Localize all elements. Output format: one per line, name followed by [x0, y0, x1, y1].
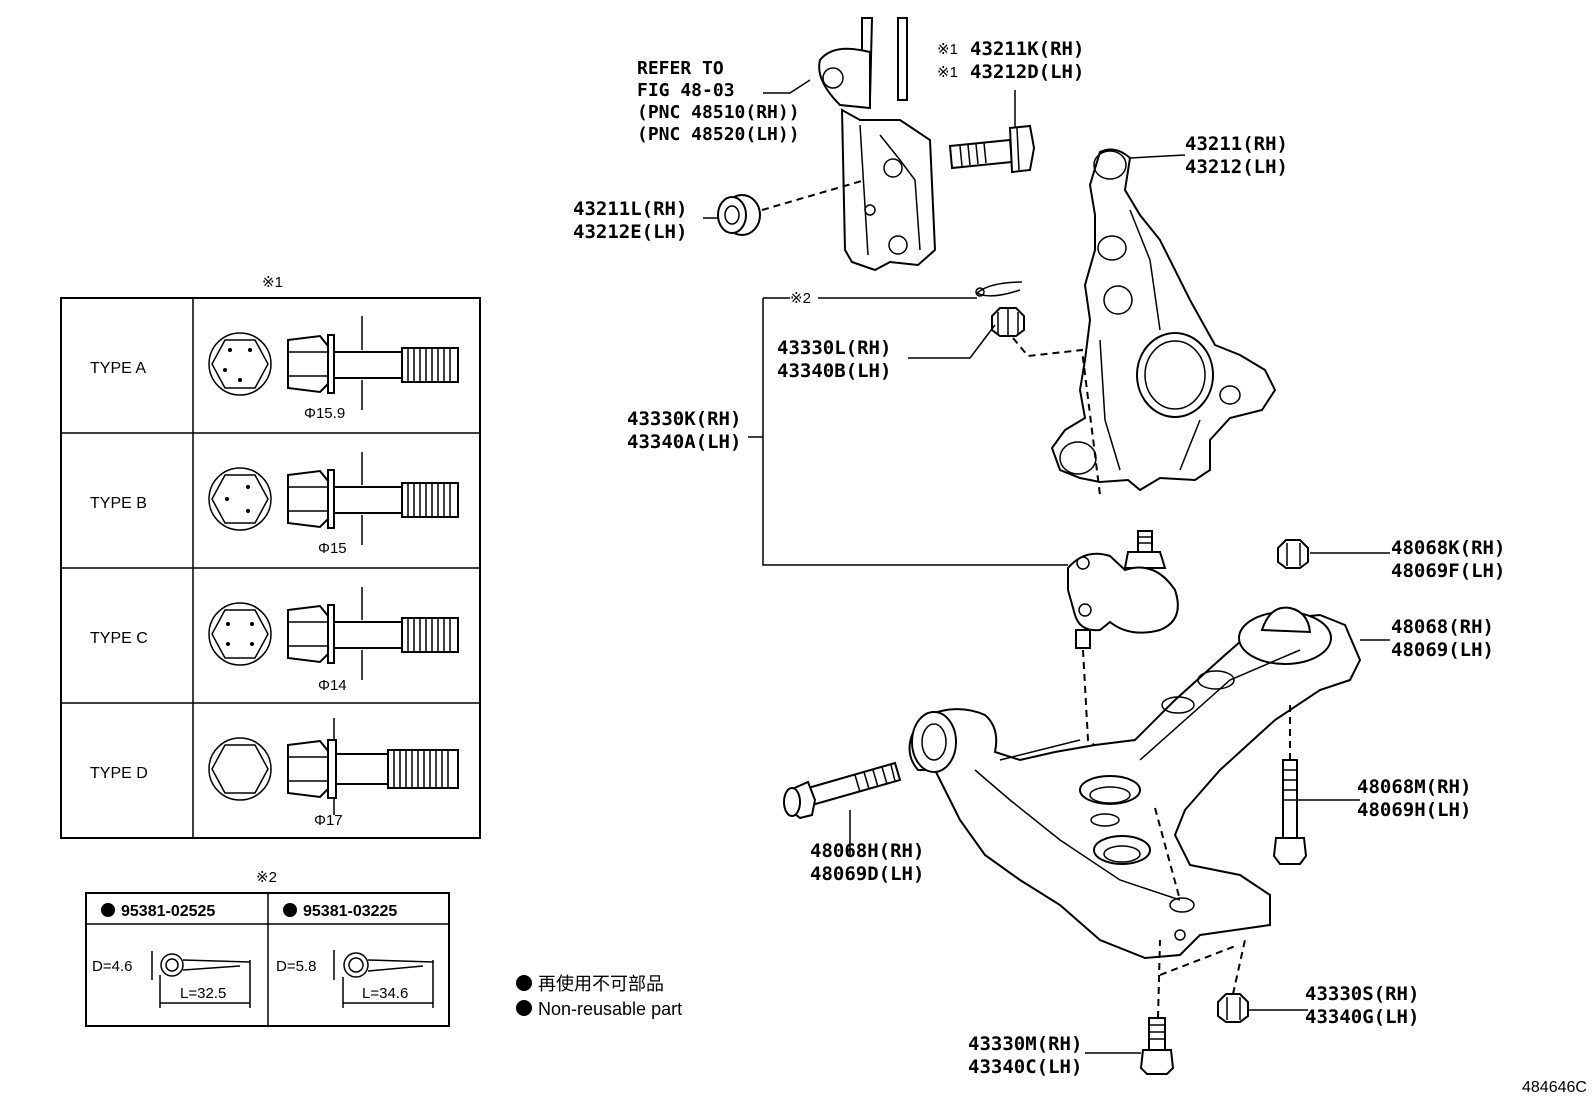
label-43340G: 43340G(LH) [1305, 1006, 1419, 1028]
lower-ball-joint [1067, 530, 1179, 779]
figure-id: 484646C [1522, 1079, 1587, 1096]
cotter-pin-table: ※2 95381-02525 95381-03225 D=4.6 L=32.5 … [85, 869, 450, 1027]
pin-1-d: D=4.6 [92, 958, 132, 975]
bushing-nut [1277, 539, 1309, 569]
bullet-icon [516, 975, 532, 991]
legend-line-2: Non-reusable part [538, 999, 682, 1019]
pin-2-drawing: D=5.8 L=34.6 [276, 950, 434, 1008]
pin-1-drawing: D=4.6 L=32.5 [92, 951, 251, 1008]
lower-control-arm [908, 606, 1362, 960]
ball-joint-bolt [1139, 939, 1239, 1075]
ball-joint-nut [1217, 939, 1249, 1023]
front-bushing-bolt [783, 761, 902, 820]
leader-lines [703, 79, 1390, 1054]
part-labels: REFER TO FIG 48-03 (PNC 48510(RH)) (PNC … [573, 38, 1505, 1078]
type-c-diameter: Φ14 [318, 677, 347, 694]
label-48069: 48069(LH) [1391, 639, 1494, 661]
label-43340A: 43340A(LH) [627, 431, 741, 453]
vertical-bolt [1272, 700, 1308, 865]
castle-nut [991, 307, 1101, 496]
label-48069D: 48069D(LH) [810, 863, 924, 885]
label-48068M: 48068M(RH) [1357, 776, 1471, 798]
eccentric-cam-washer [717, 179, 866, 236]
legend-line-1: 再使用不可部品 [538, 974, 664, 994]
steering-knuckle [1050, 148, 1277, 492]
note-mark-1a: ※1 [937, 41, 958, 58]
type-a-diameter: Φ15.9 [304, 405, 345, 422]
label-43330M: 43330M(RH) [968, 1033, 1082, 1055]
strut-assembly [818, 17, 937, 272]
type-row-c: TYPE C Φ14 [90, 587, 459, 694]
type-c-label: TYPE C [90, 630, 148, 647]
label-43211: 43211(RH) [1185, 133, 1288, 155]
label-43212E: 43212E(LH) [573, 221, 687, 243]
label-43330S: 43330S(RH) [1305, 983, 1419, 1005]
pin-2-d: D=5.8 [276, 958, 316, 975]
refer-line-1: REFER TO [637, 58, 724, 79]
label-48068K: 48068K(RH) [1391, 537, 1505, 559]
bullet-icon [516, 1000, 532, 1016]
label-48068: 48068(RH) [1391, 616, 1494, 638]
type-d-label: TYPE D [90, 765, 148, 782]
cotter-pin [975, 281, 1023, 297]
label-48069F: 48069F(LH) [1391, 560, 1505, 582]
refer-line-2: FIG 48-03 [637, 80, 735, 101]
camber-bolt [948, 124, 1036, 174]
type-row-a: TYPE A Φ15.9 [90, 316, 459, 422]
label-43330K: 43330K(RH) [627, 408, 741, 430]
pin-part-1: 95381-02525 [121, 903, 215, 920]
label-43330L: 43330L(RH) [777, 337, 891, 359]
types-table-title: ※1 [262, 274, 283, 291]
label-48069H: 48069H(LH) [1357, 799, 1471, 821]
pin-part-2: 95381-03225 [303, 903, 397, 920]
pin-table-title: ※2 [256, 869, 277, 886]
pin-2-l: L=34.6 [362, 985, 408, 1002]
pin-1-l: L=32.5 [180, 985, 226, 1002]
label-48068H: 48068H(RH) [810, 840, 924, 862]
type-b-label: TYPE B [90, 495, 147, 512]
label-43211K: 43211K(RH) [970, 38, 1084, 60]
type-row-d: TYPE D Φ17 [90, 718, 459, 829]
label-43340B: 43340B(LH) [777, 360, 891, 382]
label-43212: 43212(LH) [1185, 156, 1288, 178]
note-mark-2: ※2 [790, 290, 811, 307]
note-mark-1b: ※1 [937, 64, 958, 81]
legend: 再使用不可部品 Non-reusable part [516, 974, 682, 1019]
type-a-label: TYPE A [90, 360, 146, 377]
refer-line-4: (PNC 48520(LH)) [637, 124, 800, 145]
type-row-b: TYPE B Φ15 [90, 452, 459, 557]
label-43340C: 43340C(LH) [968, 1056, 1082, 1078]
type-d-diameter: Φ17 [314, 812, 343, 829]
bolt-types-table: ※1 TYPE A Φ15.9 TYPE B [60, 274, 481, 839]
label-43211L: 43211L(RH) [573, 198, 687, 220]
type-b-diameter: Φ15 [318, 540, 347, 557]
label-43212D: 43212D(LH) [970, 61, 1084, 83]
refer-line-3: (PNC 48510(RH)) [637, 102, 800, 123]
